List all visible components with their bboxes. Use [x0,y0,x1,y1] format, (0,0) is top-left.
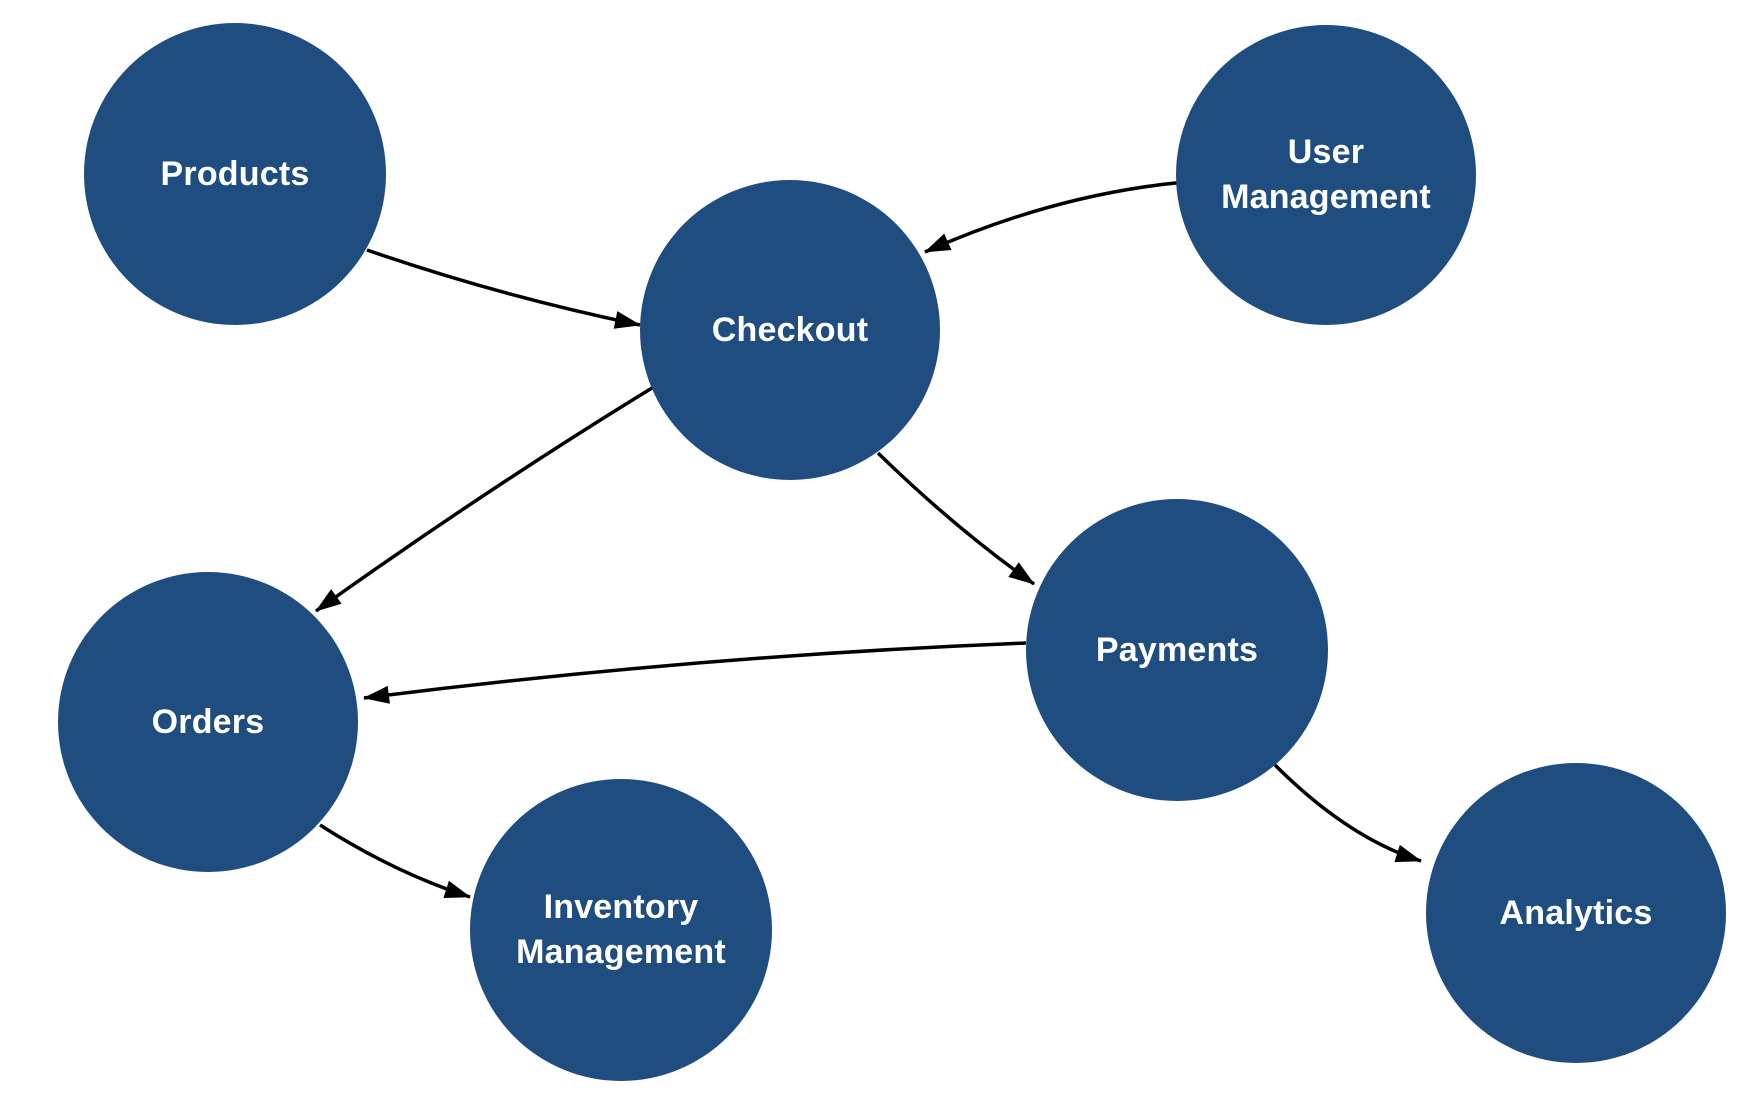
node-label-checkout: Checkout [711,310,869,349]
edge-products-to-checkout [366,248,641,329]
node-label-payments: Payments [1095,630,1259,669]
node-label-analytics: Analytics [1499,893,1653,932]
node-orders[interactable]: Orders [58,572,358,872]
edge-payments-to-orders [363,641,1027,704]
edge-orders-to-inventory-management [319,823,471,899]
node-inventory-management[interactable]: Inventory Management [470,779,772,1081]
edge-user-management-to-checkout [924,180,1186,254]
edge-checkout-to-orders [314,386,653,613]
node-analytics[interactable]: Analytics [1426,763,1726,1063]
edges [314,180,1422,899]
edge-checkout-to-payments [876,451,1036,586]
node-label-orders: Orders [151,702,265,741]
node-user-management[interactable]: User Management [1176,25,1476,325]
node-checkout[interactable]: Checkout [640,180,940,480]
node-label-user-management: User Management [1221,133,1431,216]
edge-payments-to-analytics [1273,763,1422,863]
node-products[interactable]: Products [84,23,386,325]
node-label-products: Products [160,154,310,193]
node-label-inventory-management: Inventory Management [516,888,726,971]
node-payments[interactable]: Payments [1026,499,1328,801]
